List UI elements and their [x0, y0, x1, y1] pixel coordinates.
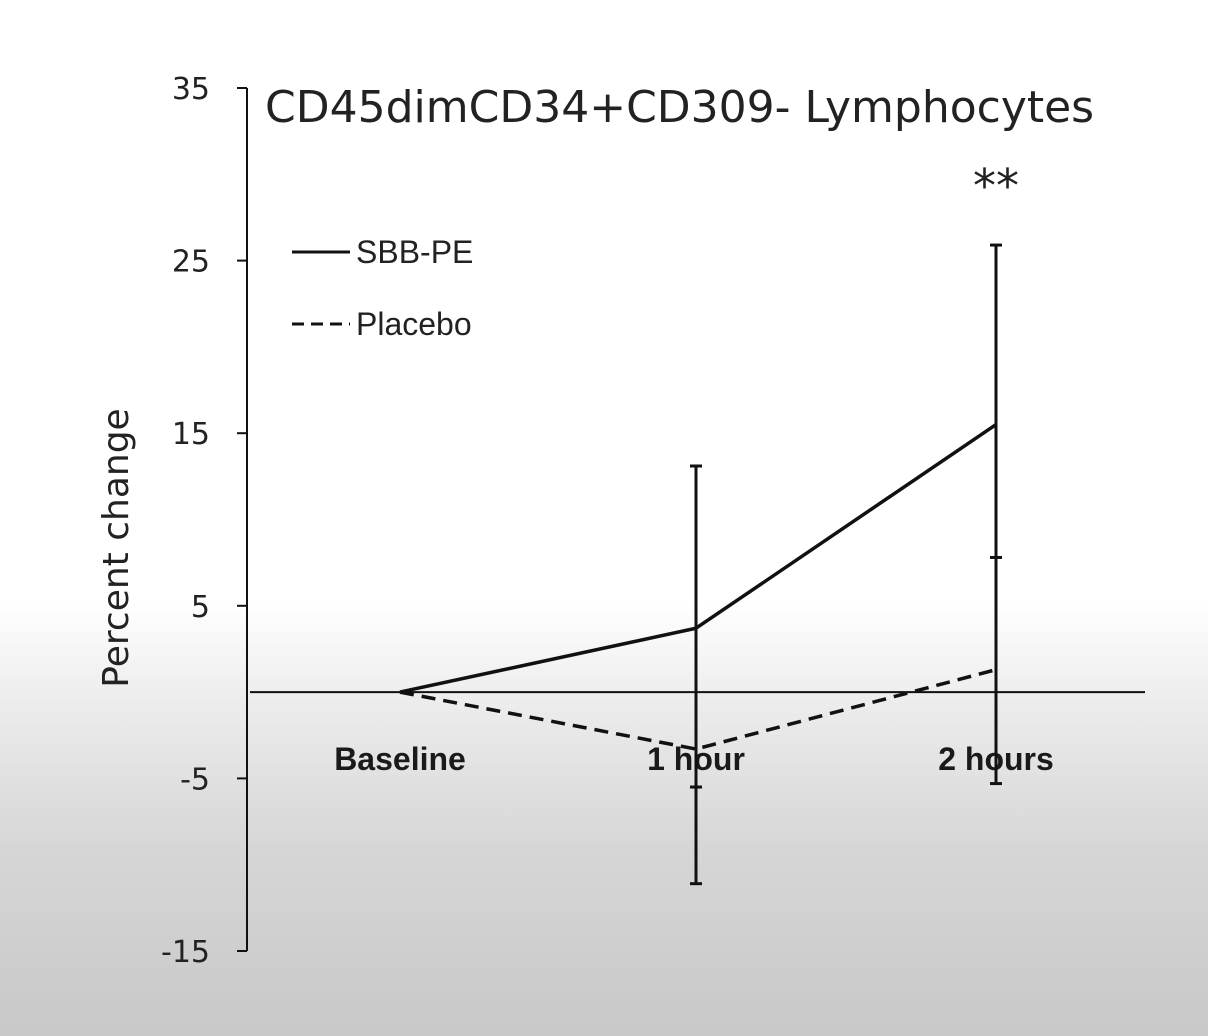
error-bars [690, 243, 1002, 886]
x-category-label: Baseline [334, 741, 466, 777]
significance-annotation: ** [973, 159, 1019, 213]
series-line-sbb-pe [399, 423, 997, 694]
y-tick-label: 35 [172, 72, 210, 107]
y-tick-label: 25 [172, 245, 210, 280]
annotations: ** [973, 159, 1019, 213]
series-lines [399, 423, 997, 751]
y-axis-label: Percent change [96, 408, 137, 687]
y-tick-label: 5 [191, 590, 210, 625]
chart-title: CD45dimCD34+CD309- Lymphocytes [265, 82, 1094, 133]
legend-label: Placebo [356, 306, 472, 342]
legend-label: SBB-PE [356, 234, 473, 270]
y-tick-label: -15 [161, 935, 210, 970]
series-line-placebo [399, 667, 997, 751]
y-ticks: 35 25 15 5 -5 -15 [161, 72, 247, 970]
y-tick-label: 15 [172, 417, 210, 452]
legend: SBB-PE Placebo [292, 234, 473, 342]
y-tick-label: -5 [180, 762, 210, 797]
